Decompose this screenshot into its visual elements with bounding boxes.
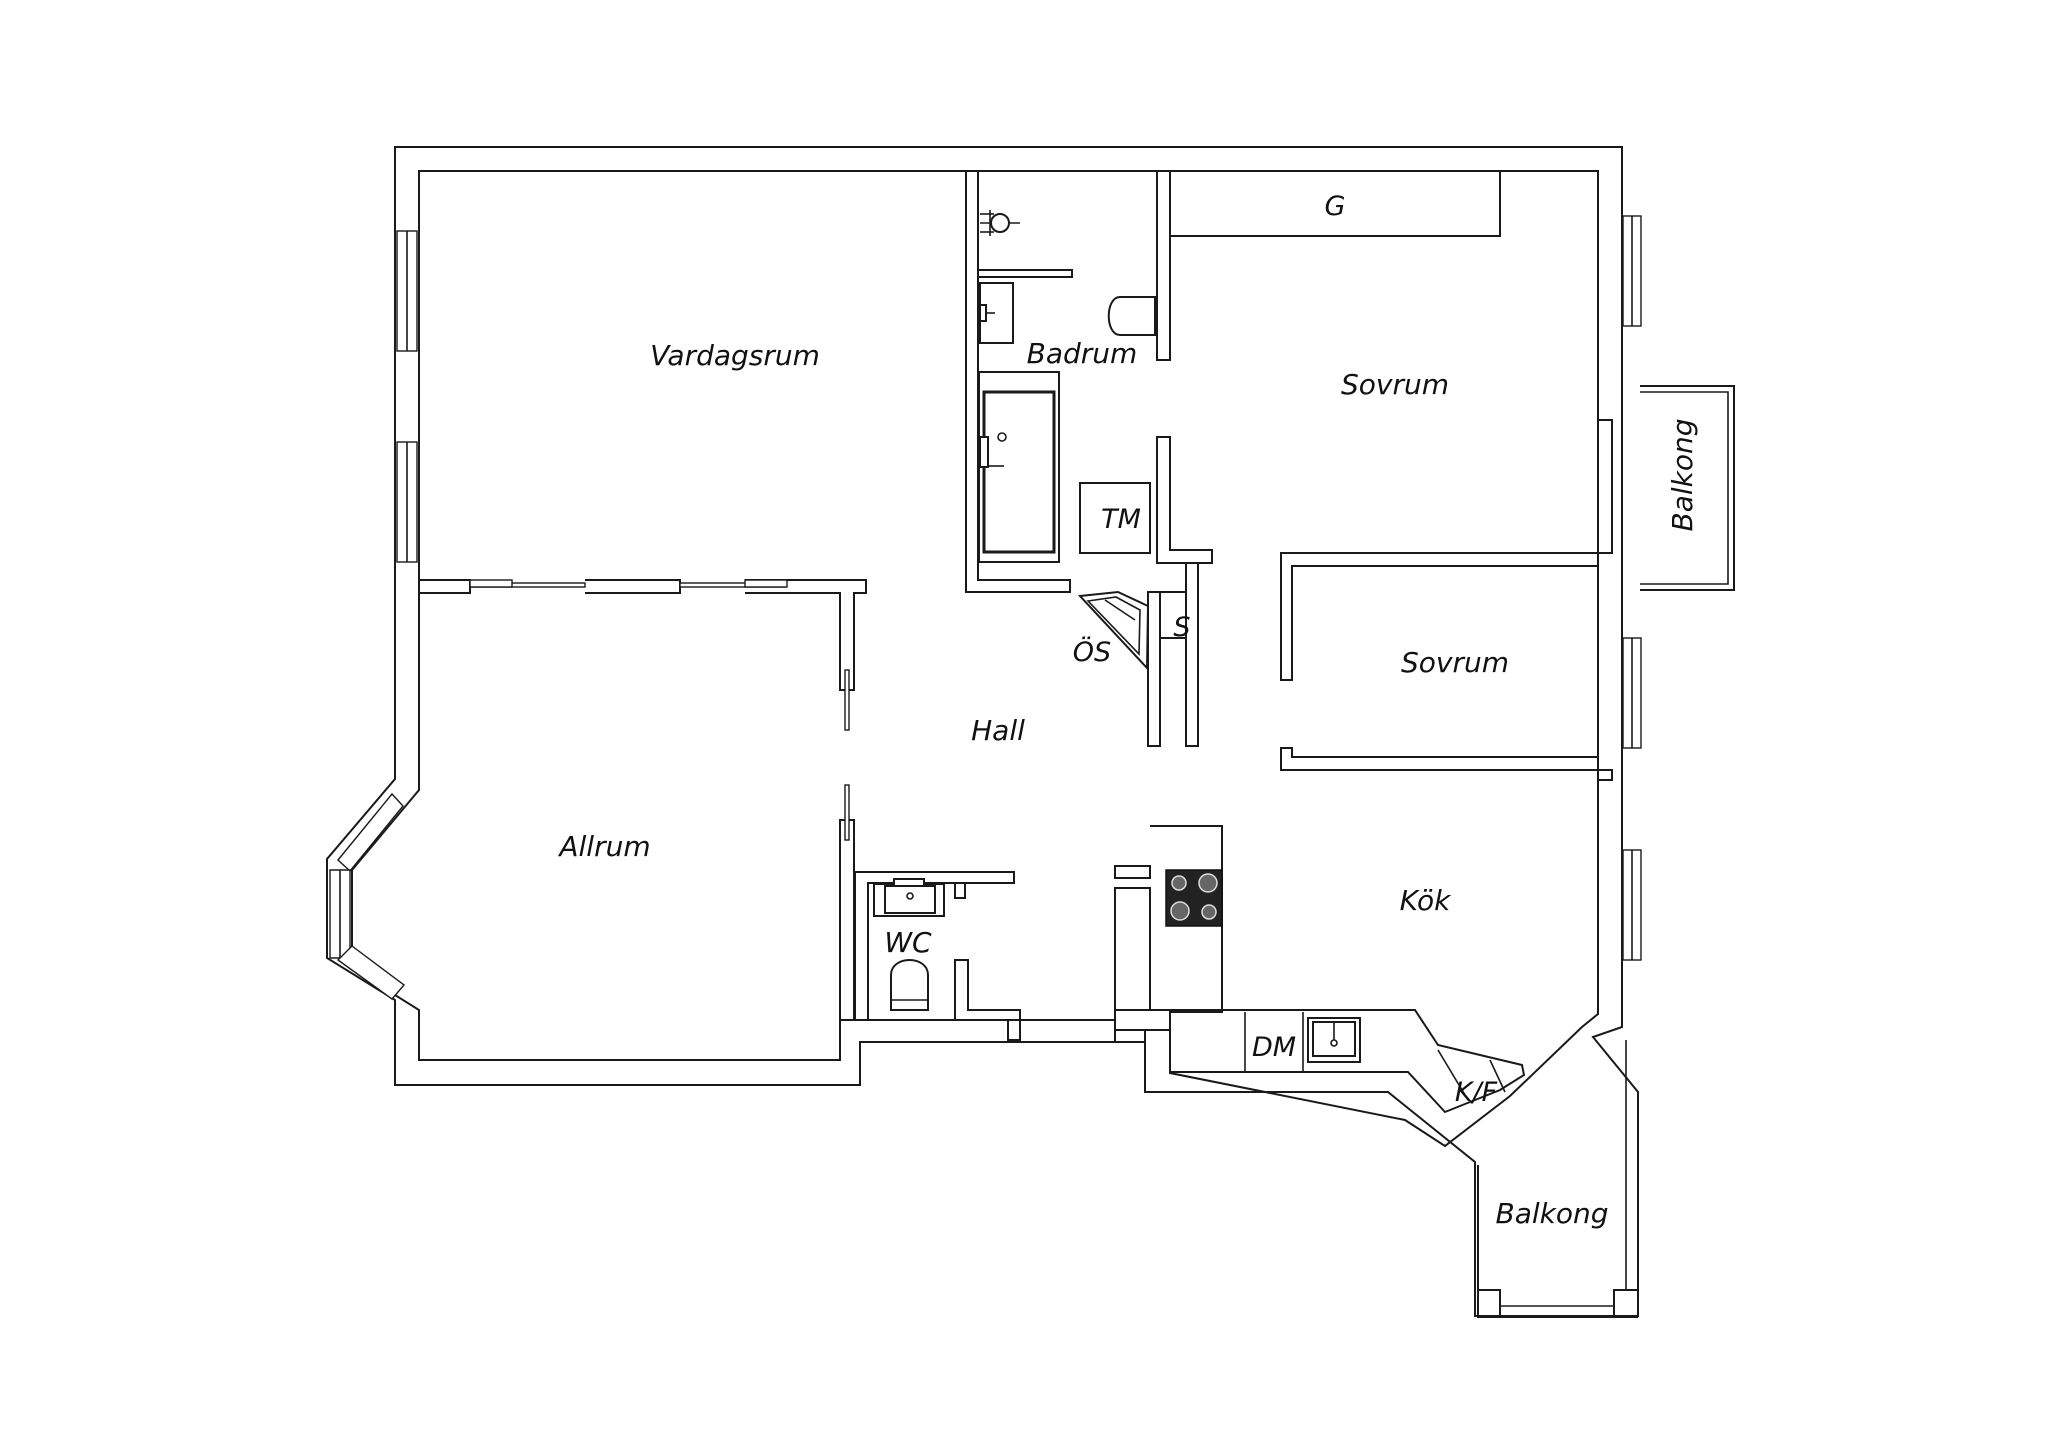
label-sovrum-2: Sovrum — [1401, 646, 1509, 679]
label-sovrum-1: Sovrum — [1341, 368, 1449, 401]
balcony-right — [1640, 385, 1735, 591]
door-stubs — [1114, 1020, 1146, 1042]
balcony-bottom — [1477, 1040, 1639, 1318]
label-vardagsrum: Vardagsrum — [650, 339, 820, 372]
label-g: G — [1325, 191, 1346, 222]
label-hall: Hall — [971, 714, 1025, 747]
label-kok: Kök — [1400, 884, 1452, 917]
label-s: S — [1173, 612, 1190, 643]
label-wc: WC — [884, 926, 932, 959]
label-dm: DM — [1252, 1032, 1296, 1063]
label-os: ÖS — [1073, 636, 1111, 668]
room-labels: Vardagsrum Badrum Sovrum Sovrum Balkong … — [557, 191, 1699, 1230]
windows — [329, 215, 1642, 1000]
label-tm: TM — [1101, 504, 1141, 535]
kitchen-fixtures — [1165, 869, 1526, 1114]
label-kf: K/F — [1455, 1077, 1498, 1108]
label-balkong-right: Balkong — [1666, 418, 1699, 531]
bathroom-fixtures — [978, 210, 1156, 671]
label-allrum: Allrum — [557, 830, 650, 863]
interior-walls — [419, 170, 1613, 1041]
label-balkong-bottom: Balkong — [1495, 1197, 1608, 1230]
wc-fixtures — [873, 878, 945, 1011]
label-badrum: Badrum — [1027, 337, 1138, 370]
